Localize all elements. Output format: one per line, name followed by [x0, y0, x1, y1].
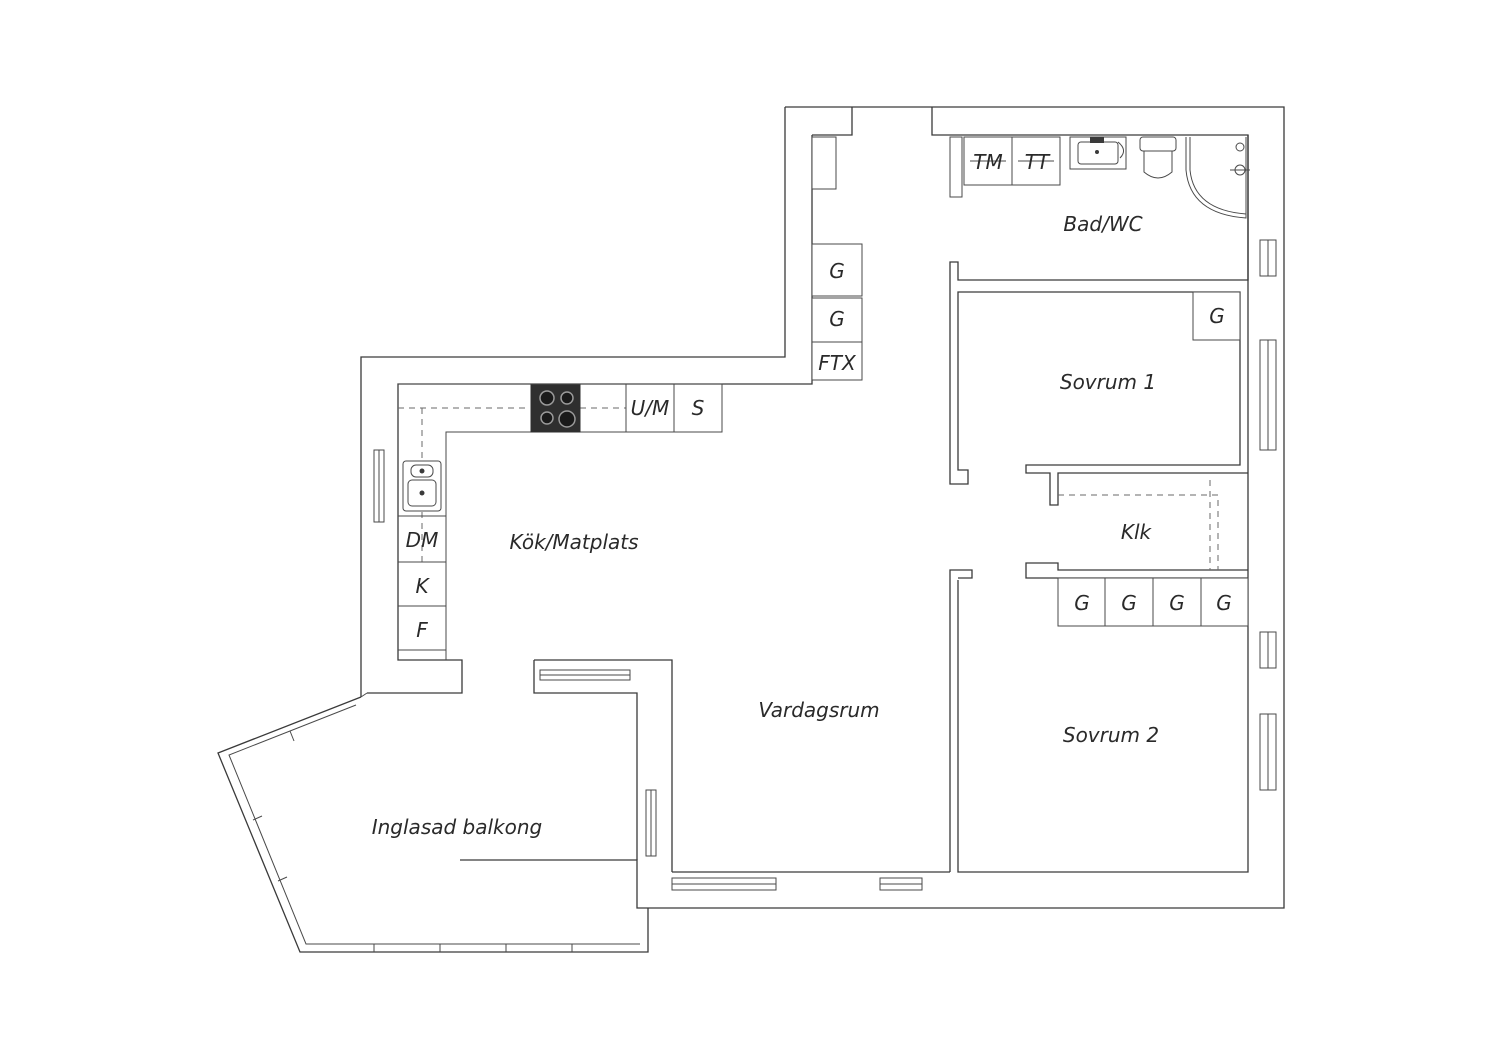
shower-icon: [1185, 137, 1250, 219]
label-wardrobe-g-4: G: [1216, 591, 1232, 615]
room-vardagsrum: Vardagsrum: [758, 698, 879, 722]
label-f: F: [416, 618, 428, 642]
label-dm: DM: [406, 528, 439, 552]
room-sovrum-2: Sovrum 2: [1063, 723, 1159, 747]
room-labels: Bad/WC Sovrum 1 Klk Kök/Matplats Vardags…: [372, 212, 1159, 839]
bathroom-fixtures: [949, 136, 1061, 198]
label-wardrobe-g-1: G: [1074, 591, 1090, 615]
room-kok-matplats: Kök/Matplats: [509, 530, 638, 554]
toilet-icon: [1117, 136, 1177, 179]
sink-icon: [402, 460, 442, 512]
label-hall-g-2: G: [829, 307, 845, 331]
label-um: U/M: [631, 396, 670, 420]
closet-shelving: [1058, 480, 1219, 570]
room-inglasad-balkong: Inglasad balkong: [372, 815, 543, 839]
label-wardrobe-g-3: G: [1169, 591, 1185, 615]
label-tt: TT: [1025, 150, 1051, 174]
appliance-labels: TM TT G G FTX G U/M S DM K F G G G G: [406, 150, 1232, 642]
balcony-glazing: [217, 692, 649, 953]
label-s: S: [692, 396, 705, 420]
wardrobes: [1057, 577, 1249, 627]
label-wardrobe-g-2: G: [1121, 591, 1137, 615]
room-bad-wc: Bad/WC: [1063, 212, 1142, 236]
room-sovrum-1: Sovrum 1: [1060, 370, 1156, 394]
room-klk: Klk: [1121, 520, 1153, 544]
exterior-walls: [360, 106, 1285, 909]
hall-cabinets: [811, 136, 1241, 381]
windows: [373, 239, 1277, 891]
label-ftx: FTX: [818, 351, 857, 375]
washbasin-icon: [1069, 136, 1127, 170]
label-hall-g-1: G: [829, 259, 845, 283]
label-bedroom1-g: G: [1209, 304, 1225, 328]
stove-icon: [530, 384, 581, 433]
label-tm: TM: [973, 150, 1002, 174]
label-k: K: [415, 574, 430, 598]
